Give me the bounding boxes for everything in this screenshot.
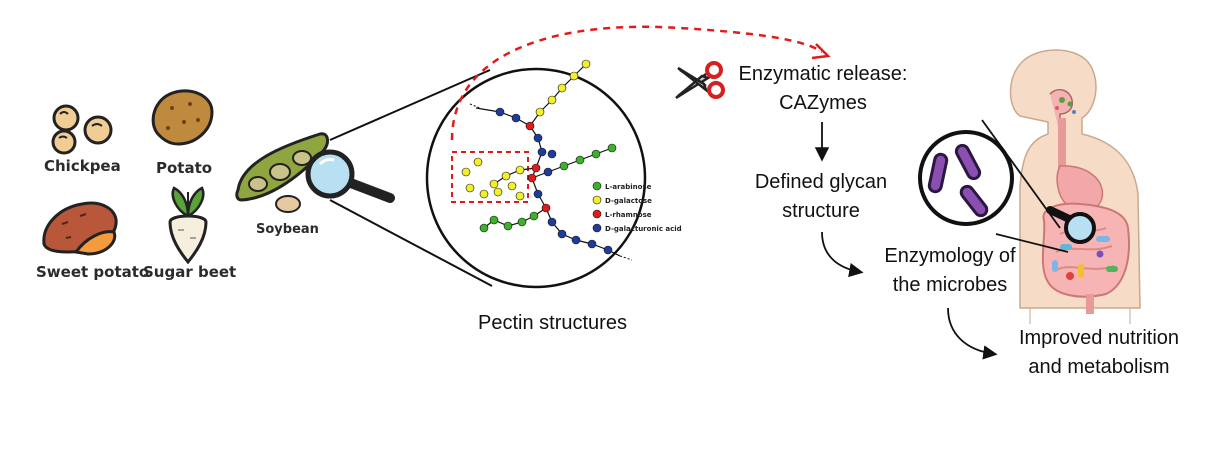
scissors-icon xyxy=(675,61,725,100)
step-enzymology: Enzymology of the microbes xyxy=(872,242,1028,300)
dashed-red-arrow xyxy=(450,25,823,141)
step3-line2: the microbes xyxy=(892,274,1008,296)
legend-label-galacturonic: D-galacturonic acid xyxy=(605,225,682,233)
sugar-beet-icon xyxy=(168,186,208,264)
step-enzymatic-release: Enzymatic release: CAZymes xyxy=(730,60,916,118)
dashed-arrow-head xyxy=(811,43,831,60)
arrow-curve-2 xyxy=(821,231,864,278)
legend-swatch-galacturonic xyxy=(592,223,602,233)
step1-line1: Enzymatic release: xyxy=(738,63,908,85)
sweet-potato-icon xyxy=(42,201,118,256)
step4-line2: and metabolism xyxy=(1028,356,1170,378)
zoom-line-bottom xyxy=(329,199,493,287)
step-defined-glycan: Defined glycan structure xyxy=(742,168,900,226)
potato-label: Potato xyxy=(156,159,213,177)
step2-line1: Defined glycan xyxy=(754,171,888,193)
legend-swatch-arabinose xyxy=(592,181,602,191)
legend-label-galactose: D-galactose xyxy=(605,197,652,205)
sugar-beet-label: Sugar beet xyxy=(143,263,237,281)
legend-label-arabinose: L-arabinose xyxy=(605,183,652,191)
soybean-label: Soybean xyxy=(256,222,319,237)
legend-label-rhamnose: L-rhamnose xyxy=(605,211,652,219)
step1-line2: CAZymes xyxy=(779,92,867,114)
sweet-potato-label: Sweet potato xyxy=(36,263,150,281)
chickpea-icon xyxy=(51,104,113,155)
step-improved-nutrition: Improved nutrition and metabolism xyxy=(1004,324,1194,382)
step3-line1: Enzymology of xyxy=(884,245,1016,267)
human-gut-illustration xyxy=(918,49,1141,324)
step4-line1: Improved nutrition xyxy=(1018,327,1180,349)
potato-icon xyxy=(151,89,214,146)
arrow-curve-3 xyxy=(947,307,998,360)
chickpea-label: Chickpea xyxy=(44,157,121,175)
step2-line2: structure xyxy=(782,200,860,222)
soybean-icon xyxy=(235,132,395,213)
zoom-line-top xyxy=(329,69,491,141)
legend-swatch-galactose xyxy=(592,195,602,205)
pectin-caption: Pectin structures xyxy=(478,312,627,334)
legend-swatch-rhamnose xyxy=(592,209,602,219)
